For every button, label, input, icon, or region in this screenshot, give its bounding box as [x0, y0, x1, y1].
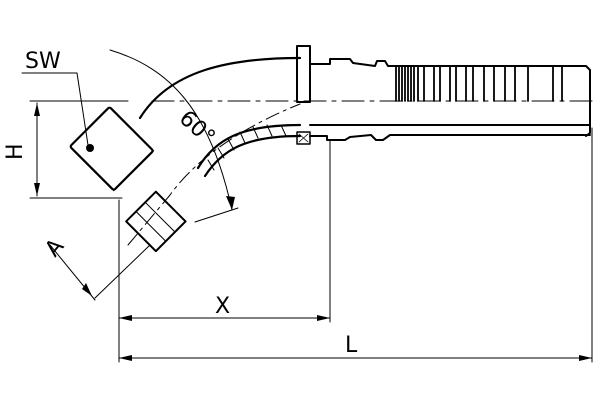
h-label: H	[3, 143, 28, 160]
bend-centerline	[127, 103, 301, 246]
a-extension-line	[94, 244, 151, 299]
l-label: L	[345, 333, 358, 358]
collar	[296, 45, 311, 103]
arrowhead	[82, 283, 92, 296]
angle-label: 60°	[174, 106, 220, 151]
nut-section	[125, 190, 187, 253]
x-label: X	[215, 294, 230, 319]
arrowhead	[34, 183, 40, 196]
bend-bore-contour	[203, 134, 302, 178]
a-label: A	[40, 234, 69, 262]
angle-extension-line	[194, 207, 239, 223]
shank-outer	[309, 58, 397, 67]
shank-end	[395, 65, 591, 137]
sw-label: SW	[25, 49, 61, 74]
sw-leader-dot	[86, 144, 94, 152]
angle-arrowhead	[226, 196, 235, 210]
o-ring	[296, 131, 311, 145]
section-hatching	[207, 124, 287, 171]
sw-leader-line	[21, 72, 89, 146]
hose-serrations	[395, 65, 563, 102]
bend-outer-contour	[138, 56, 302, 120]
angle-arc	[109, 49, 233, 211]
swivel-nut	[69, 106, 155, 192]
shank-bore	[309, 134, 591, 141]
arrowhead	[34, 103, 40, 116]
